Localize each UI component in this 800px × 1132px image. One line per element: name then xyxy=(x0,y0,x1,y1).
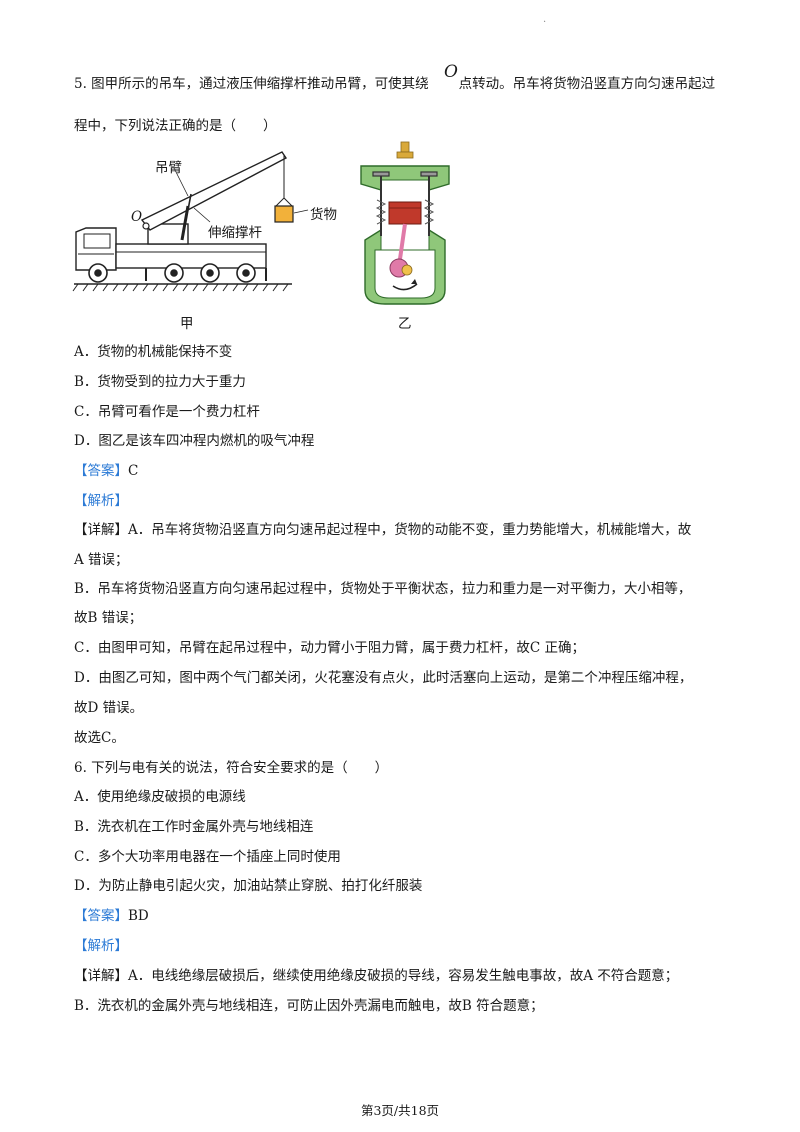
q5-answer: 【答案】C xyxy=(74,461,138,481)
q5-conclusion: 故选C。 xyxy=(74,730,125,746)
q5-option-b: B．货物受到的拉力大于重力 xyxy=(74,374,246,390)
q5-stem-line2: 程中，下列说法正确的是（ ） xyxy=(74,118,277,134)
q5-detail-c: C．由图甲可知，吊臂在起吊过程中，动力臂小于阻力臂，属于费力杠杆，故C 正确； xyxy=(74,640,585,656)
valve-springs xyxy=(375,199,435,225)
piston xyxy=(388,201,422,225)
q6-option-a: A．使用绝缘皮破损的电源线 xyxy=(74,789,246,805)
figure-yi-engine xyxy=(360,141,450,305)
q6-answer-value: BD xyxy=(128,908,149,924)
q5-option-c: C．吊臂可看作是一个费力杠杆 xyxy=(74,404,260,420)
q5-detail-a2: A 错误； xyxy=(74,552,129,568)
q6-option-d: D．为防止静电引起火灾，加油站禁止穿脱、拍打化纤服装 xyxy=(74,878,423,894)
q6-option-b: B．洗衣机在工作时金属外壳与地线相连 xyxy=(74,819,314,835)
corner-mark: . xyxy=(543,14,547,25)
q5-stem-line1: 5. 图甲所示的吊车，通过液压伸缩撑杆推动吊臂，可使其绕 点转动。吊车将货物沿竖直… xyxy=(74,74,715,94)
q6-option-c: C．多个大功率用电器在一个插座上同时使用 xyxy=(74,849,341,865)
crane-base xyxy=(147,223,189,245)
label-cargo: 货物 xyxy=(310,207,337,223)
q5-detail-a1-text: A．吊车将货物沿竖直方向匀速吊起过程中，货物的动能不变，重力势能增大，机械能增大… xyxy=(128,522,692,538)
q5-detail-a1: 【详解】A．吊车将货物沿竖直方向匀速吊起过程中，货物的动能不变，重力势能增大，机… xyxy=(74,520,691,540)
label-arm: 吊臂 xyxy=(155,160,182,176)
cargo-box xyxy=(274,205,294,223)
page-footer: 第3页/共18页 xyxy=(360,1103,440,1118)
q5-option-a: A．货物的机械能保持不变 xyxy=(74,344,233,360)
q5-point-o: O xyxy=(444,62,458,82)
q6-stem: 6. 下列与电有关的说法，符合安全要求的是（ ） xyxy=(74,760,389,776)
q5-detail-d1: D．由图乙可知，图中两个气门都关闭，火花塞没有点火，此时活塞向上运动，是第二个冲… xyxy=(74,670,693,686)
q6-analysis-label: 【解析】 xyxy=(74,938,128,954)
q5-option-d: D．图乙是该车四冲程内燃机的吸气冲程 xyxy=(74,433,315,449)
q5-detail-b2: 故B 错误； xyxy=(74,610,143,626)
q5-detail-label: 【详解】 xyxy=(74,522,128,538)
crank-pin xyxy=(401,264,413,276)
rotation-arrowhead xyxy=(411,279,417,284)
rotation-arrow xyxy=(392,283,418,291)
q6-detail-a: 【详解】A．电线绝缘层破损后，继续使用绝缘皮破损的导线，容易发生触电事故，故A … xyxy=(74,966,678,986)
q5-stem-part2: 点转动。吊车将货物沿竖直方向匀速吊起过 xyxy=(458,76,716,92)
truck-wheels xyxy=(88,263,256,283)
spark-plug-top xyxy=(400,141,410,153)
q5-detail-b1: B．吊车将货物沿竖直方向匀速吊起过程中，货物处于平衡状态，拉力和重力是一对平衡力… xyxy=(74,581,692,597)
spark-plug-body xyxy=(396,151,414,159)
q6-detail-label: 【详解】 xyxy=(74,968,128,984)
q6-detail-b: B．洗衣机的金属外壳与地线相连，可防止因外壳漏电而触电，故B 符合题意； xyxy=(74,998,544,1014)
hydraulic-rod xyxy=(180,205,190,241)
q5-detail-d2: 故D 错误。 xyxy=(74,700,144,716)
label-rod: 伸缩撑杆 xyxy=(208,225,262,241)
pivot-o xyxy=(142,222,150,230)
q5-analysis-tag: 【解析】 xyxy=(74,491,128,511)
caption-yi: 乙 xyxy=(398,316,412,332)
cargo-leader xyxy=(293,209,309,214)
caption-jia: 甲 xyxy=(180,316,194,332)
truck-chassis xyxy=(115,243,267,269)
q5-stem-part1: 5. 图甲所示的吊车，通过液压伸缩撑杆推动吊臂，可使其绕 xyxy=(74,76,429,92)
cargo-sling xyxy=(274,197,294,207)
q5-answer-tag: 【答案】 xyxy=(74,463,128,479)
q6-analysis-tag: 【解析】 xyxy=(74,936,128,956)
q6-answer: 【答案】BD xyxy=(74,906,149,926)
arm-leader xyxy=(173,167,189,197)
label-o: O xyxy=(131,209,143,225)
q5-answer-value: C xyxy=(128,463,139,479)
q5-analysis-label: 【解析】 xyxy=(74,493,128,509)
ground-hatch xyxy=(72,283,289,292)
q6-answer-tag: 【答案】 xyxy=(74,908,128,924)
cab-window xyxy=(83,233,111,249)
q6-detail-a-text: A．电线绝缘层破损后，继续使用绝缘皮破损的导线，容易发生触电事故，故A 不符合题… xyxy=(128,968,679,984)
figure-jia-crane xyxy=(72,151,309,292)
hydraulic-rod-inner xyxy=(187,193,192,211)
rod-leader xyxy=(193,207,211,223)
